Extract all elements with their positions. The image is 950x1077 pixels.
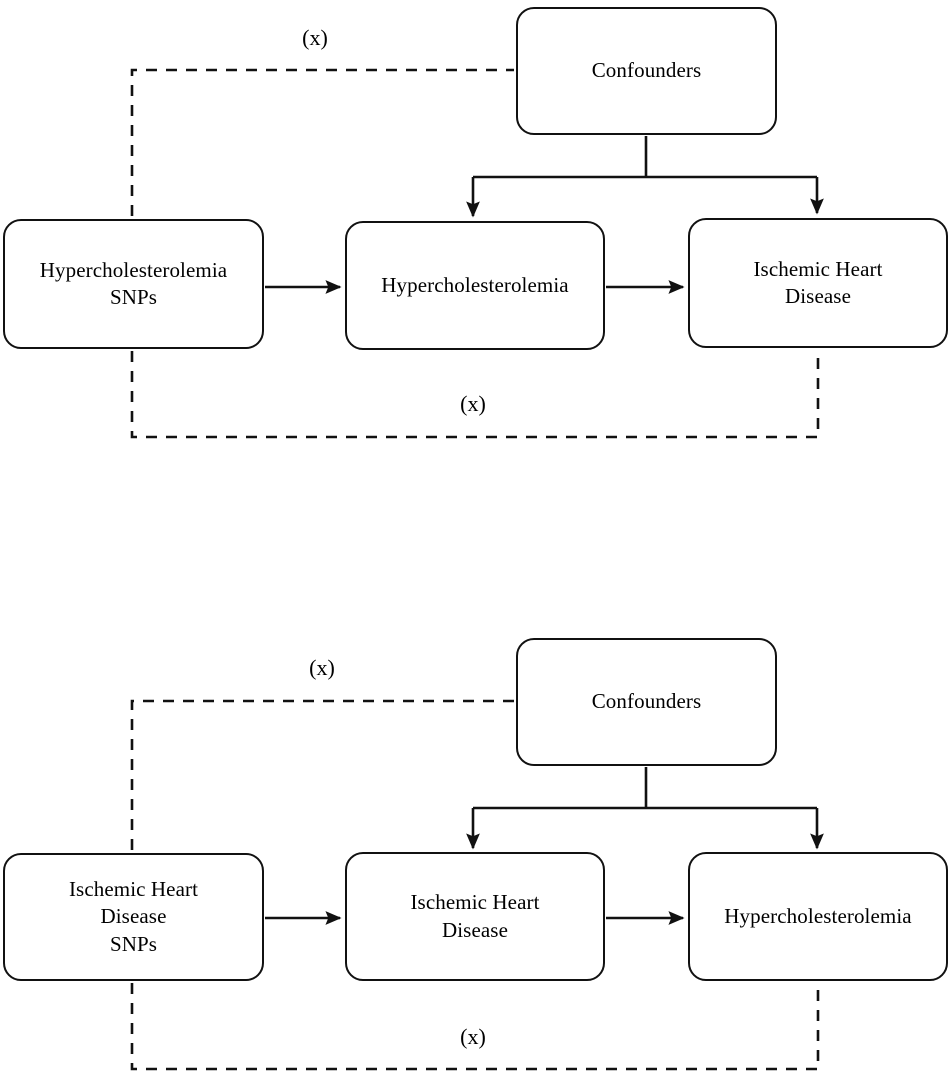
- node-instrument-bottom[interactable]: Ischemic Heart Disease SNPs: [3, 853, 264, 981]
- node-label: Hypercholesterolemia: [724, 903, 912, 928]
- node-outcome-top[interactable]: Ischemic Heart Disease: [688, 218, 948, 348]
- node-exposure-top[interactable]: Hypercholesterolemia: [345, 221, 605, 350]
- blocked-path-label-bottom-lower: (x): [460, 1024, 486, 1049]
- node-exposure-bottom[interactable]: Ischemic Heart Disease: [345, 852, 605, 981]
- node-label: Ischemic Heart Disease: [410, 890, 540, 942]
- blocked-path-label-top-upper: (x): [302, 25, 328, 50]
- edge-blocked-instrument-confounders-bottom: [130, 699, 514, 850]
- node-instrument-top[interactable]: Hypercholesterolemia SNPs: [3, 219, 264, 349]
- node-confounders-bottom[interactable]: Confounders: [516, 638, 777, 766]
- node-confounders-top[interactable]: Confounders: [516, 7, 777, 135]
- node-label: Ischemic Heart Disease SNPs: [68, 877, 199, 956]
- node-label: Confounders: [591, 689, 702, 714]
- edge-blocked-instrument-confounders-top: [130, 68, 514, 216]
- blocked-path-label-top-lower: (x): [460, 391, 486, 416]
- node-label: Ischemic Heart Disease: [753, 256, 883, 308]
- node-label: Hypercholesterolemia SNPs: [39, 257, 228, 309]
- node-label: Confounders: [591, 58, 702, 83]
- node-outcome-bottom[interactable]: Hypercholesterolemia: [688, 852, 948, 981]
- blocked-path-label-bottom-upper: (x): [309, 655, 335, 680]
- node-label: Hypercholesterolemia: [381, 272, 569, 297]
